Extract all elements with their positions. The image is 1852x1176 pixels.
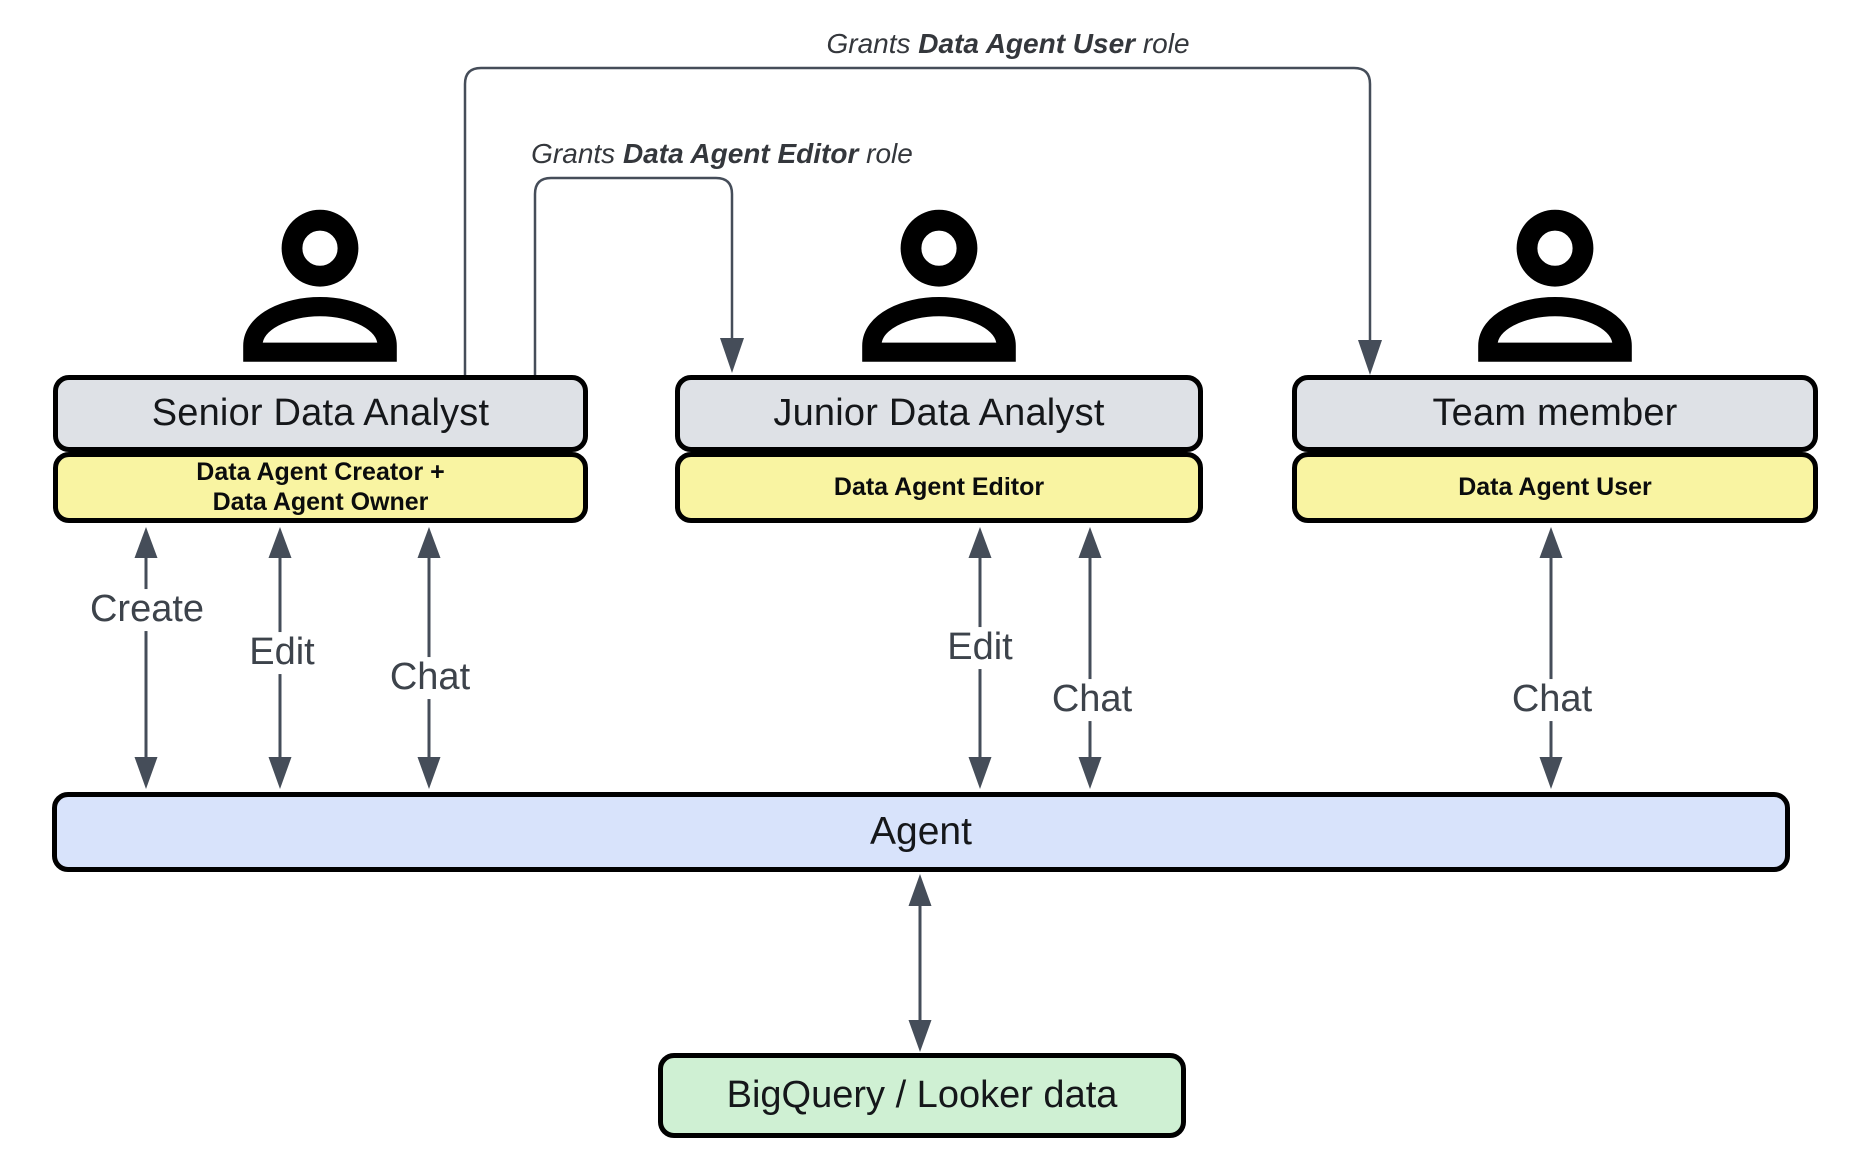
arrowhead-agent-up bbox=[908, 874, 932, 906]
role-line-2: Data Agent Owner bbox=[212, 487, 429, 516]
arrowhead-edit-junior-down bbox=[968, 757, 992, 789]
grant-connectors bbox=[463, 66, 1372, 375]
datastore-box: BigQuery / Looker data bbox=[658, 1053, 1186, 1138]
role-text-senior: Data Agent Creator + Data Agent Owner bbox=[196, 458, 444, 517]
person-icon bbox=[862, 209, 1016, 362]
arrowhead-create-down bbox=[134, 757, 158, 789]
actor-box-team-member: Team member bbox=[1292, 375, 1818, 452]
action-label-chat-senior: Chat bbox=[382, 657, 478, 699]
arrowhead-agent-down bbox=[908, 1020, 932, 1052]
arrowhead-chat-junior-down bbox=[1078, 757, 1102, 789]
arrowhead-chat-junior-up bbox=[1078, 527, 1102, 558]
action-label-edit-junior: Edit bbox=[940, 627, 1020, 669]
arrowhead-edit-senior-up bbox=[268, 527, 292, 558]
arrowhead-edit-senior-down bbox=[268, 757, 292, 789]
grant-editor-label: Grants Data Agent Editor role bbox=[531, 138, 913, 170]
actor-title-senior: Senior Data Analyst bbox=[151, 392, 490, 434]
arrowhead-chat-senior-down bbox=[417, 757, 441, 789]
grant-user-role: Data Agent User bbox=[918, 28, 1136, 59]
person-icon bbox=[243, 209, 397, 362]
arrowhead-grant-editor bbox=[720, 338, 744, 373]
grant-user-line bbox=[463, 66, 1372, 375]
action-label-chat-junior: Chat bbox=[1044, 679, 1140, 721]
grant-editor-prefix: Grants bbox=[531, 138, 623, 169]
arrowhead-chat-team-up bbox=[1539, 527, 1563, 558]
person-icon bbox=[1478, 209, 1632, 362]
grant-editor-suffix: role bbox=[858, 138, 913, 169]
role-box-team: Data Agent User bbox=[1292, 452, 1818, 523]
action-label-chat-team: Chat bbox=[1504, 679, 1600, 721]
grant-user-label: Grants Data Agent User role bbox=[826, 28, 1189, 60]
grant-editor-role: Data Agent Editor bbox=[622, 138, 859, 169]
action-label-edit-senior: Edit bbox=[242, 632, 322, 674]
arrowhead-chat-senior-up bbox=[417, 527, 441, 558]
arrowhead-grant-user bbox=[1358, 340, 1382, 375]
role-text-junior: Data Agent Editor bbox=[833, 472, 1045, 501]
role-text-team: Data Agent User bbox=[1458, 472, 1652, 501]
role-line-1: Data Agent Creator + bbox=[196, 458, 445, 486]
role-box-senior: Data Agent Creator + Data Agent Owner bbox=[53, 452, 588, 523]
grant-user-prefix: Grants bbox=[826, 28, 919, 59]
action-label-create-senior: Create bbox=[82, 589, 212, 631]
actor-box-junior-data-analyst: Junior Data Analyst bbox=[675, 375, 1203, 452]
actor-title-junior: Junior Data Analyst bbox=[773, 392, 1105, 434]
grant-user-suffix: role bbox=[1135, 28, 1190, 59]
actor-title-team: Team member bbox=[1432, 392, 1678, 434]
arrowheads bbox=[134, 338, 1563, 1052]
datastore-label: BigQuery / Looker data bbox=[726, 1074, 1118, 1116]
role-box-junior: Data Agent Editor bbox=[675, 452, 1203, 523]
agent-bar: Agent bbox=[52, 792, 1790, 872]
action-arrow-lines bbox=[144, 552, 1553, 1025]
grant-editor-line bbox=[533, 176, 734, 375]
agent-label: Agent bbox=[870, 810, 972, 853]
actor-box-senior-data-analyst: Senior Data Analyst bbox=[53, 375, 588, 452]
arrowhead-chat-team-down bbox=[1539, 757, 1563, 789]
arrowhead-create-up bbox=[134, 527, 158, 558]
arrowhead-edit-junior-up bbox=[968, 527, 992, 558]
